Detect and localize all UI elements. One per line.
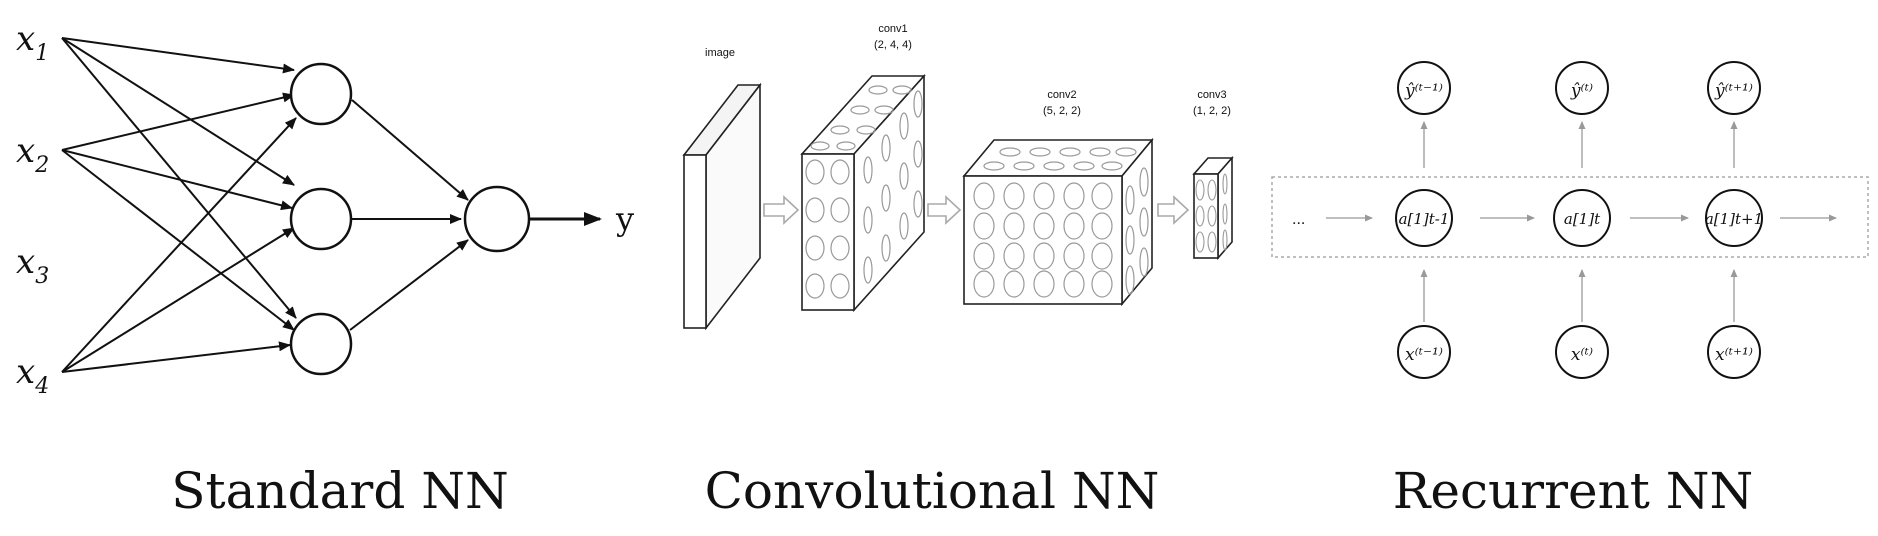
- input-label-t-1: x⁽ᵗ⁻¹⁾: [1405, 345, 1443, 365]
- conv-nn-diagram: image conv1 (2, 4,: [682, 23, 1234, 331]
- hidden-neuron-3: [289, 312, 353, 376]
- hidden-state-band: [1271, 176, 1869, 258]
- input-label-t+1: x⁽ᵗ⁺¹⁾: [1715, 345, 1753, 365]
- caption-standard-nn: Standard NN: [171, 462, 509, 520]
- hidden-label-t+1: a[1]t+1: [1705, 210, 1763, 228]
- output-neuron: [463, 185, 531, 253]
- input-node-t+1: [1707, 325, 1761, 379]
- input-label-t: x⁽ᵗ⁾: [1571, 345, 1593, 365]
- conv1-dims: (2, 4, 4): [874, 39, 912, 51]
- input-label-x1: x1: [16, 19, 49, 66]
- input-image-slab: [682, 82, 762, 331]
- input-nodes: [1397, 325, 1761, 379]
- hidden-output-edges: [349, 99, 602, 331]
- standard-nn-diagram: x1 x2 x3 x4 y: [16, 19, 634, 399]
- output-nodes: [1397, 61, 1761, 115]
- output-label-t-1: ŷ⁽ᵗ⁻¹⁾: [1404, 81, 1443, 101]
- output-label-t: ŷ⁽ᵗ⁾: [1570, 81, 1593, 101]
- input-label-x3: x3: [16, 242, 49, 289]
- hidden-label-t-1: a[1]t-1: [1399, 210, 1450, 228]
- image-label: image: [705, 47, 735, 59]
- hollow-arrow-1: [763, 195, 800, 225]
- hollow-arrow-2: [927, 195, 962, 225]
- input-hidden-edges: [61, 37, 297, 373]
- caption-convolutional-nn: Convolutional NN: [704, 462, 1160, 520]
- output-node-t+1: [1707, 61, 1761, 115]
- output-label-y: y: [615, 200, 634, 238]
- hidden-node-t: [1553, 189, 1611, 247]
- input-node-t: [1555, 325, 1609, 379]
- rnn-ellipsis: ...: [1292, 212, 1305, 228]
- conv3-name: conv3: [1197, 89, 1226, 101]
- hidden-neuron-1: [289, 62, 353, 126]
- input-node-t-1: [1397, 325, 1451, 379]
- hidden-neuron-2: [289, 187, 353, 251]
- conv1-block: [800, 73, 926, 313]
- hidden-nodes: [1395, 189, 1763, 247]
- conv2-block: [962, 137, 1154, 307]
- output-node-t-1: [1397, 61, 1451, 115]
- hidden-node-t-1: [1395, 189, 1453, 247]
- hollow-arrow-3: [1157, 195, 1190, 225]
- recurrent-nn-diagram: ... ŷ⁽ᵗ⁻¹⁾ ŷ⁽ᵗ⁾ ŷ⁽ᵗ⁺¹⁾: [1271, 61, 1869, 379]
- conv1-name: conv1: [878, 23, 907, 35]
- input-label-x4: x4: [16, 352, 49, 399]
- output-label-t+1: ŷ⁽ᵗ⁺¹⁾: [1714, 81, 1753, 101]
- conv2-dims: (5, 2, 2): [1043, 105, 1081, 117]
- hidden-node-t+1: [1705, 189, 1763, 247]
- conv3-block: [1192, 155, 1234, 261]
- input-label-x2: x2: [16, 131, 49, 178]
- hidden-label-t: a[1]t: [1564, 210, 1601, 228]
- output-node-t: [1555, 61, 1609, 115]
- recurrent-vertical-arrows: [1420, 121, 1738, 322]
- conv3-dims: (1, 2, 2): [1193, 105, 1231, 117]
- conv2-name: conv2: [1047, 89, 1076, 101]
- caption-recurrent-nn: Recurrent NN: [1392, 462, 1754, 520]
